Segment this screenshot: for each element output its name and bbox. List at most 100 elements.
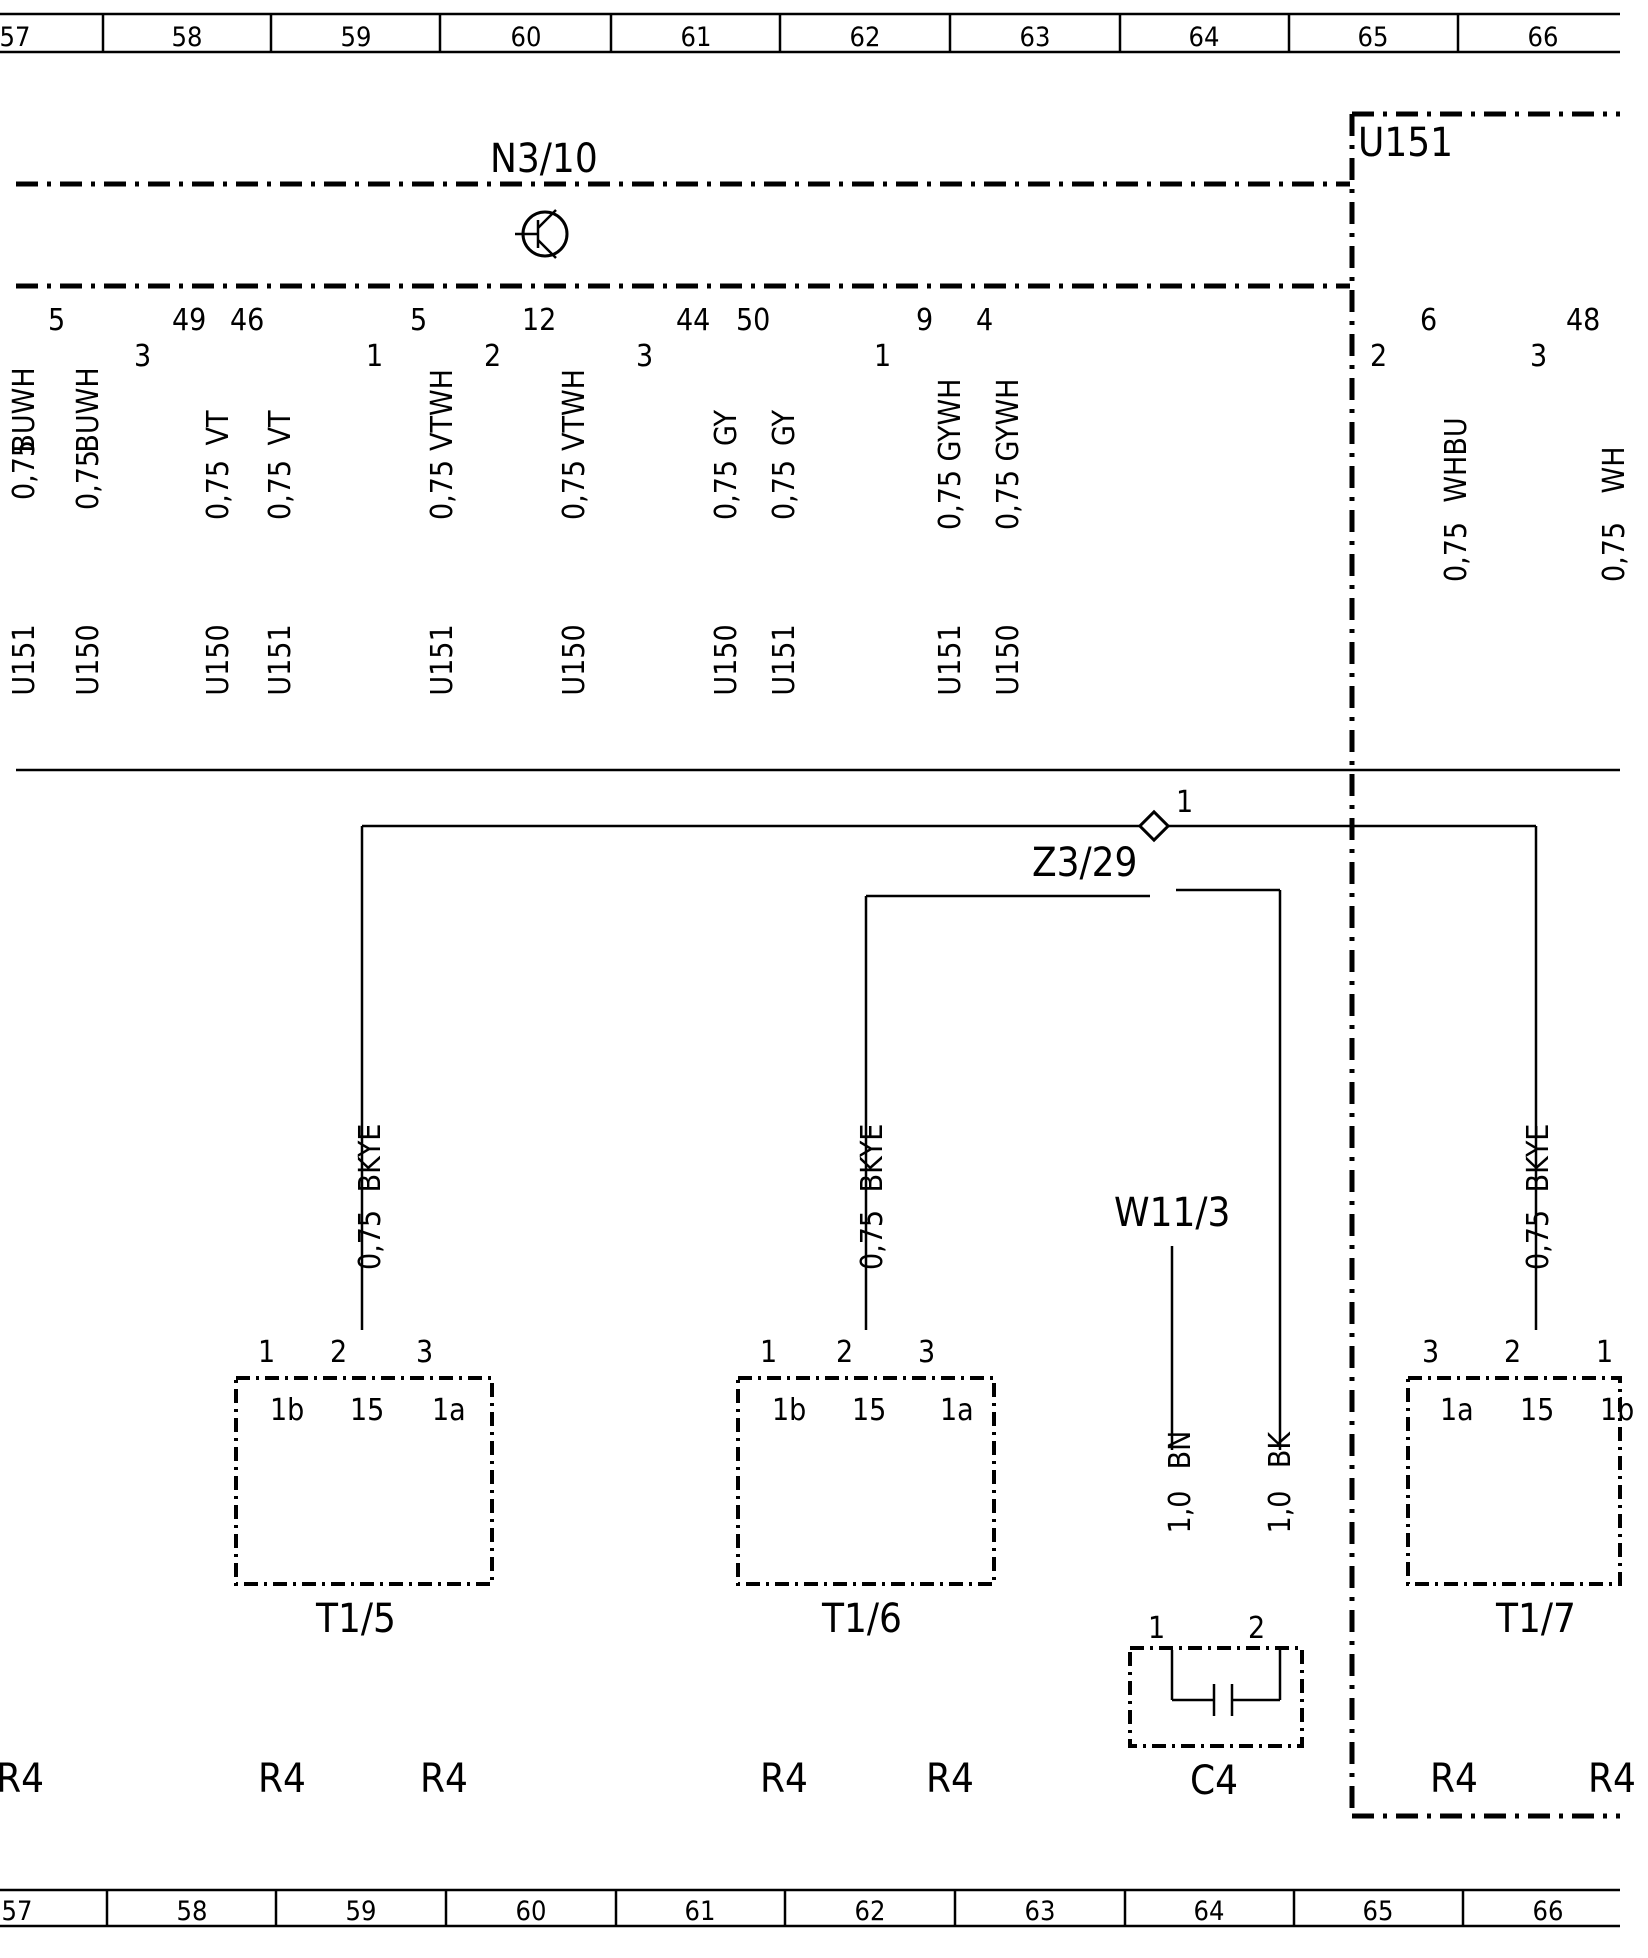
- coil-inner-pin: 1a: [940, 1393, 974, 1428]
- ground-wire-size: 0,75: [1521, 1210, 1556, 1270]
- transistor-icon: [515, 209, 569, 259]
- ruler-col: 63: [1020, 22, 1051, 53]
- wire-harness: U151: [7, 624, 42, 695]
- wire-harness: U150: [709, 624, 744, 695]
- wire-color: BUWH: [71, 367, 106, 452]
- wire-color: VT: [201, 410, 236, 445]
- connector-pin: 6: [1420, 303, 1437, 338]
- top-ruler: 57 58 59 60 61 62 63 64 65 66: [0, 12, 1620, 54]
- ruler-col: 63: [1025, 1896, 1056, 1927]
- main-wiring: Z3/29 1 W11/3: [16, 768, 1620, 1450]
- wire-size: 0,75: [1439, 522, 1474, 582]
- capacitor-pin: 2: [1248, 1611, 1265, 1646]
- ignition-coil: T1/6 1 2 3 1b 15 1a: [736, 1335, 996, 1642]
- coil-inner-pin: 1b: [270, 1393, 304, 1428]
- coil-inner-pin: 1a: [432, 1393, 466, 1428]
- ruler-col: 60: [516, 1896, 547, 1927]
- wire-size: 0,75: [71, 450, 106, 510]
- connector-pin: 5: [410, 303, 427, 338]
- spark-plug-label: R4: [760, 1756, 808, 1802]
- wire-labels: 0,75 BUWH U151 0,75 BUWH U150 0,75 VT U1…: [7, 367, 1632, 1533]
- ruler-col: 62: [850, 22, 881, 53]
- ground-wire-size: 0,75: [353, 1210, 388, 1270]
- connector-pin: 44: [676, 303, 710, 338]
- connector-pin: 9: [916, 303, 933, 338]
- ground-wire-color: BKYE: [353, 1124, 388, 1193]
- splice-pin: 1: [1176, 785, 1193, 820]
- connector-group: 3: [636, 339, 653, 374]
- ruler-col: 65: [1358, 22, 1389, 53]
- ruler-col: 59: [346, 1896, 377, 1927]
- wire-size: 0,75: [991, 470, 1026, 530]
- coil-pin: 3: [1422, 1335, 1439, 1370]
- ruler-col: 62: [855, 1896, 886, 1927]
- ignition-coil: T1/5 1 2 3 1b 15 1a: [234, 1335, 494, 1642]
- coil-label: T1/7: [1495, 1596, 1576, 1642]
- coil-pin: 2: [836, 1335, 853, 1370]
- coil-inner-pin: 1a: [1440, 1393, 1474, 1428]
- ruler-col: 61: [681, 22, 712, 53]
- connector-group: 2: [484, 339, 501, 374]
- capacitor-pin: 1: [1148, 1611, 1165, 1646]
- connector-pin: 48: [1566, 303, 1600, 338]
- wire-color: WH: [1597, 447, 1632, 494]
- coil-pin: 3: [918, 1335, 935, 1370]
- coil-inner-pin: 15: [350, 1393, 384, 1428]
- coil-inner-pin: 1b: [772, 1393, 806, 1428]
- frame-u151: U151: [1349, 111, 1620, 1819]
- connector-pin: 12: [522, 303, 556, 338]
- connector-pin: 50: [736, 303, 770, 338]
- connector-group: 2: [1370, 339, 1387, 374]
- ruler-col: 57: [2, 1896, 33, 1927]
- wire-size: 0,75: [709, 460, 744, 520]
- coil-inner-pin: 15: [852, 1393, 886, 1428]
- wire-harness: U151: [933, 624, 968, 695]
- wire-size: 0,75: [425, 460, 460, 520]
- wire-color: WHBU: [1439, 417, 1474, 502]
- ruler-col: 64: [1194, 1896, 1225, 1927]
- ruler-col: 66: [1533, 1896, 1564, 1927]
- wire-color: BUWH: [7, 367, 42, 452]
- wire-harness: U150: [71, 624, 106, 695]
- ground-wire-size: 0,75: [855, 1210, 890, 1270]
- coil-label: T1/6: [821, 1596, 902, 1642]
- ruler-col: 64: [1189, 22, 1220, 53]
- wire-color: GYWH: [933, 379, 968, 462]
- wire-harness: U150: [991, 624, 1026, 695]
- wire-harness: U151: [425, 624, 460, 695]
- wire-size: 0,75: [263, 460, 298, 520]
- bottom-ruler: 57 58 59 60 61 62 63 64 65 66: [0, 1888, 1620, 1928]
- wire-color: GYWH: [991, 379, 1026, 462]
- cap-wire-size: 1,0: [1163, 1491, 1198, 1534]
- spark-plug-label: R4: [0, 1756, 44, 1802]
- coil-pin: 1: [760, 1335, 777, 1370]
- coil-label: T1/5: [315, 1596, 396, 1642]
- cap-wire-color: BN: [1163, 1431, 1198, 1470]
- coil-pin: 3: [416, 1335, 433, 1370]
- ruler-col: 61: [685, 1896, 716, 1927]
- spark-plug-label: R4: [258, 1756, 306, 1802]
- wire-color: VTWH: [425, 369, 460, 451]
- spark-plug-label: R4: [926, 1756, 974, 1802]
- ruler-col: 66: [1528, 22, 1559, 53]
- wire-size: 0,75: [767, 460, 802, 520]
- connector-group: 1: [366, 339, 383, 374]
- ruler-col: 57: [0, 22, 30, 53]
- module-label: N3/10: [490, 136, 598, 182]
- spark-plug-label: R4: [1588, 1756, 1636, 1802]
- wire-color: VTWH: [557, 369, 592, 451]
- connector-group: 3: [1530, 339, 1547, 374]
- wire-size: 0,75: [201, 460, 236, 520]
- spark-plug-label: R4: [420, 1756, 468, 1802]
- cap-wire-size: 1,0: [1263, 1491, 1298, 1534]
- wire-size: 0,75: [557, 460, 592, 520]
- connector-pin: 4: [976, 303, 993, 338]
- ground-wire-color: BKYE: [855, 1124, 890, 1193]
- capacitor-label: C4: [1190, 1758, 1238, 1804]
- module-n3-10: N3/10: [16, 136, 1350, 289]
- spark-plugs: R4 R4 R4 R4 R4 R4 R4: [0, 1756, 1636, 1802]
- coil-pin: 1: [258, 1335, 275, 1370]
- coil-pin: 2: [330, 1335, 347, 1370]
- connector-group: 1: [874, 339, 891, 374]
